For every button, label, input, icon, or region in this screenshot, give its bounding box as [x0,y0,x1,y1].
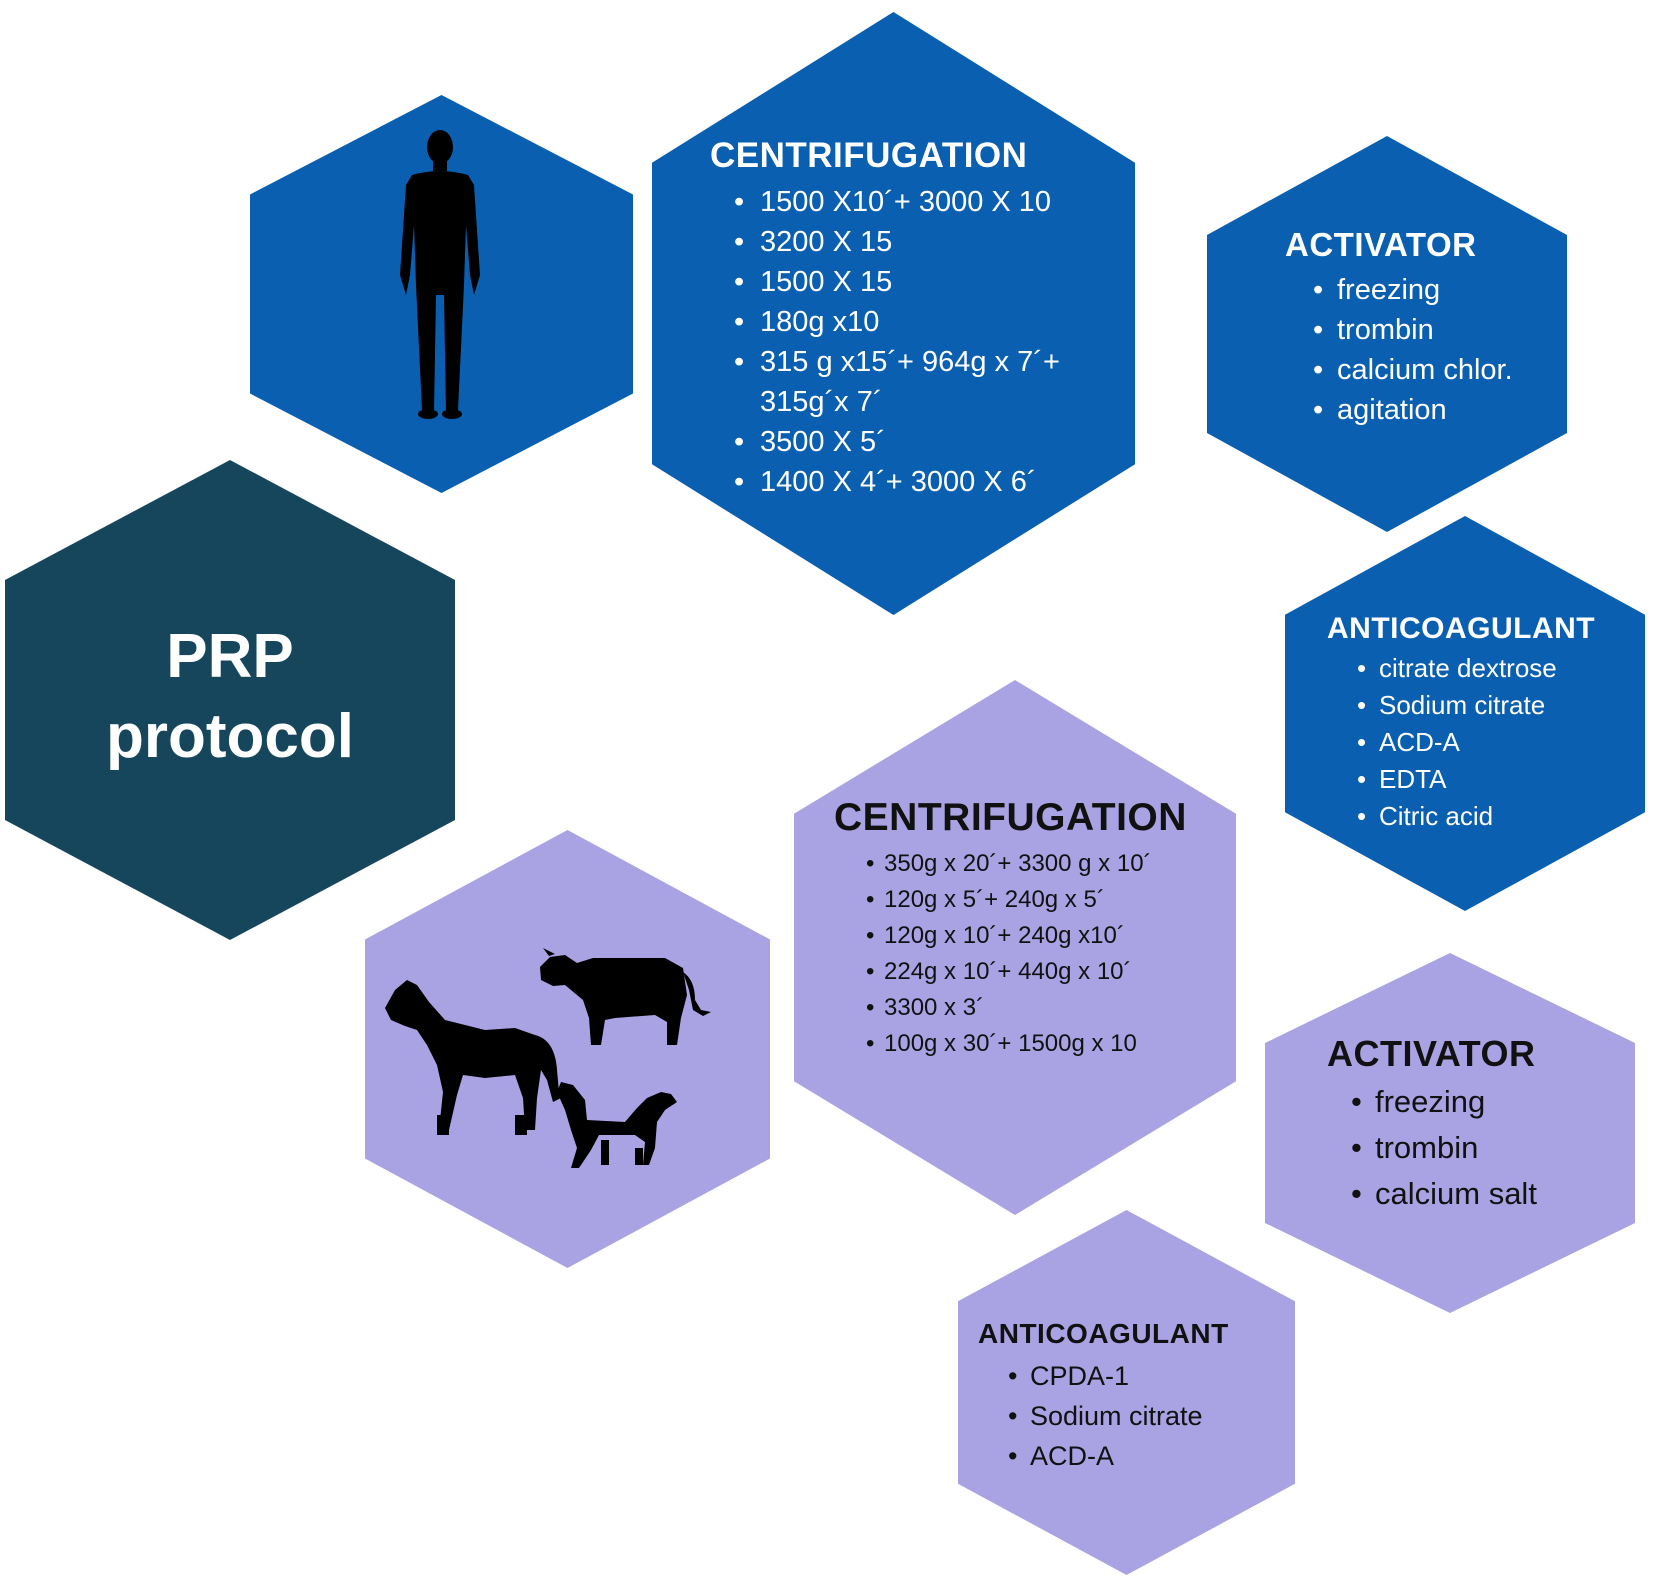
human-activator-item: agitation [1285,390,1555,430]
dog-icon [557,1082,677,1168]
human-centrifugation-item: 1500 X 15 [710,262,1120,302]
human-silhouette-icon [400,130,480,419]
human-activator-list: freezing trombin calcium chlor. agitatio… [1285,270,1555,430]
human-anticoagulant-hexagon: ANTICOAGULANT citrate dextrose Sodium ci… [1285,516,1645,911]
human-centrifugation-item: 180g x10 [710,302,1120,342]
human-hexagon [250,95,633,493]
human-centrifugation-title: CENTRIFUGATION [710,136,1028,175]
human-anticoagulant-item: ACD-A [1327,724,1637,761]
prp-protocol-hexagon: PRP protocol [5,460,455,940]
human-centrifugation-item: 1500 X10´+ 3000 X 10 [710,182,1120,222]
human-anticoagulant-list: citrate dextrose Sodium citrate ACD-A ED… [1327,650,1637,835]
human-anticoagulant-item: EDTA [1327,761,1637,798]
animal-centrifugation-item: 120g x 5´+ 240g x 5´ [834,882,1234,918]
cow-icon [540,948,711,1045]
human-activator-item: trombin [1285,310,1555,350]
human-activator-item: calcium chlor. [1285,350,1555,390]
human-centrifugation-item: 3200 X 15 [710,222,1120,262]
animal-anticoagulant-list: CPDA-1 Sodium citrate ACD-A [978,1356,1288,1476]
animal-centrifugation-item: 3300 x 3´ [834,990,1234,1026]
animal-anticoagulant-hexagon: ANTICOAGULANT CPDA-1 Sodium citrate ACD-… [958,1210,1295,1575]
animal-centrifugation-hexagon: CENTRIFUGATION 350g x 20´+ 3300 g x 10´ … [794,680,1236,1215]
animal-activator-list: freezing trombin calcium salt [1327,1079,1627,1217]
animal-activator-item: calcium salt [1327,1171,1627,1217]
animal-icons [385,948,711,1168]
prp-title-line-1: PRP [166,622,294,691]
animal-anticoagulant-item: ACD-A [978,1436,1288,1476]
horse-icon [385,980,561,1135]
human-centrifugation-item: 315 g x15´+ 964g x 7´+ [710,342,1120,382]
animal-anticoagulant-item: CPDA-1 [978,1356,1288,1396]
animal-activator-item: freezing [1327,1079,1627,1125]
human-centrifugation-item-continued: 315g´x 7´ [760,386,883,418]
animal-centrifugation-item: 100g x 30´+ 1500g x 10 [834,1026,1234,1062]
human-activator-hexagon: ACTIVATOR freezing trombin calcium chlor… [1207,136,1567,532]
human-centrifugation-list: 1500 X10´+ 3000 X 10 3200 X 15 1500 X 15… [710,182,1120,502]
animal-anticoagulant-item: Sodium citrate [978,1396,1288,1436]
animal-centrifugation-item: 120g x 10´+ 240g x10´ [834,918,1234,954]
animal-activator-item: trombin [1327,1125,1627,1171]
human-activator-title: ACTIVATOR [1285,226,1477,263]
animal-hexagon [365,830,770,1268]
human-centrifugation-hexagon: CENTRIFUGATION 1500 X10´+ 3000 X 10 3200… [652,12,1135,615]
animal-activator-hexagon: ACTIVATOR freezing trombin calcium salt [1265,953,1635,1313]
human-centrifugation-item: 3500 X 5´ [710,422,1120,462]
animal-centrifugation-title: CENTRIFUGATION [834,796,1187,839]
animal-centrifugation-item: 224g x 10´+ 440g x 10´ [834,954,1234,990]
animal-centrifugation-item: 350g x 20´+ 3300 g x 10´ [834,846,1234,882]
human-anticoagulant-title: ANTICOAGULANT [1327,612,1596,645]
human-centrifugation-item: 1400 X 4´+ 3000 X 6´ [710,462,1120,502]
animal-centrifugation-list: 350g x 20´+ 3300 g x 10´ 120g x 5´+ 240g… [834,846,1234,1062]
animal-anticoagulant-title: ANTICOAGULANT [978,1318,1229,1349]
human-activator-item: freezing [1285,270,1555,310]
human-anticoagulant-item: Sodium citrate [1327,687,1637,724]
prp-title-line-2: protocol [106,702,354,771]
human-anticoagulant-item: Citric acid [1327,798,1637,835]
animal-activator-title: ACTIVATOR [1327,1033,1536,1074]
human-anticoagulant-item: citrate dextrose [1327,650,1637,687]
